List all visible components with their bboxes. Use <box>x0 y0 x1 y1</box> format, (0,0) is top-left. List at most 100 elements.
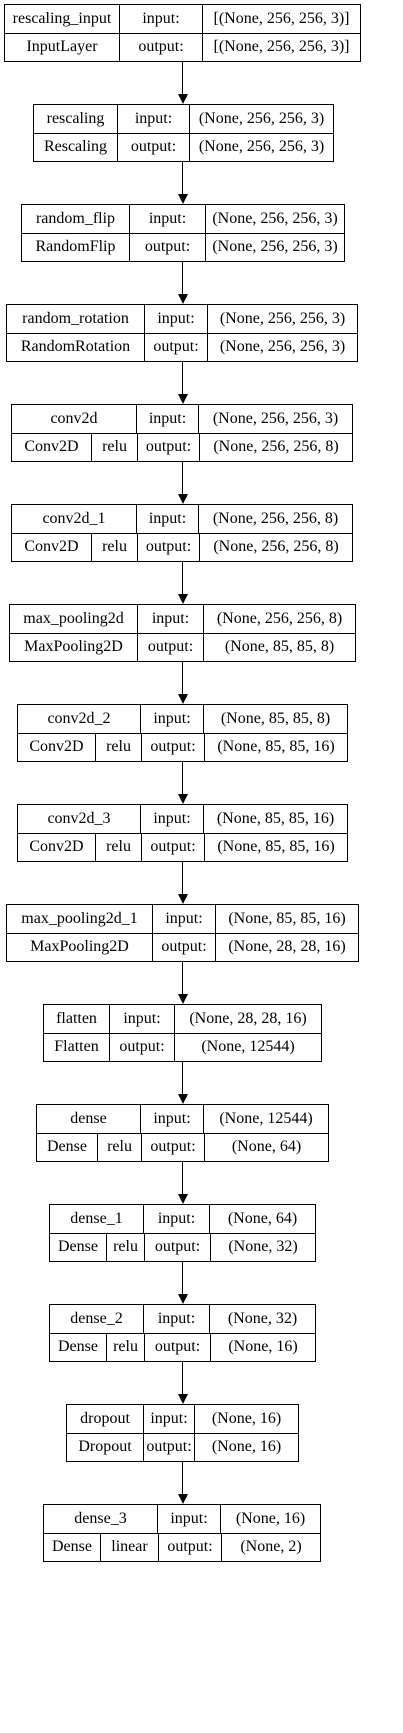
layer-class: Conv2D <box>24 438 79 455</box>
input-shape: (None, 16) <box>194 1405 298 1433</box>
layer-class: MaxPooling2D <box>24 638 123 655</box>
output-shape: (None, 256, 256, 3) <box>205 233 344 261</box>
layer-name: dense_2 <box>70 1310 123 1327</box>
output-label: output: <box>137 533 199 561</box>
layer-class: Dense <box>47 1138 87 1155</box>
layer-name: dense <box>70 1110 107 1127</box>
input-shape: (None, 64) <box>209 1205 315 1233</box>
output-label: output: <box>141 1133 204 1161</box>
layer-name: conv2d <box>50 410 98 427</box>
activation: relu <box>106 1333 144 1361</box>
arrow-head-icon <box>177 94 188 104</box>
input-label: input: <box>129 205 205 233</box>
layer-name: random_flip <box>35 210 116 227</box>
edge-connector <box>182 162 183 194</box>
input-label: input: <box>119 5 202 33</box>
layer-name: conv2d_1 <box>42 510 106 527</box>
input-label: input: <box>136 405 198 433</box>
layer-class: MaxPooling2D <box>30 938 129 955</box>
input-shape: (None, 256, 256, 3) <box>189 105 333 133</box>
edge-connector <box>182 362 183 394</box>
output-label: output: <box>129 233 205 261</box>
input-label: input: <box>140 705 203 733</box>
input-shape: (None, 256, 256, 3) <box>207 305 357 333</box>
input-label: input: <box>143 1305 209 1333</box>
edge-connector <box>182 762 183 794</box>
edge-connector <box>182 562 183 594</box>
input-label: input: <box>152 905 215 933</box>
layer-name: max_pooling2d <box>23 610 124 627</box>
activation: relu <box>97 1133 141 1161</box>
output-shape: (None, 16) <box>194 1433 298 1461</box>
input-shape: (None, 85, 85, 16) <box>215 905 358 933</box>
arrow-head-icon <box>177 1094 188 1104</box>
layer-name: dropout <box>80 1410 130 1427</box>
output-shape: (None, 32) <box>210 1233 315 1261</box>
input-shape: (None, 256, 256, 8) <box>198 505 352 533</box>
edge-connector <box>182 262 183 294</box>
output-label: output: <box>144 1233 210 1261</box>
layer-class: Conv2D <box>29 838 84 855</box>
layer-class: Flatten <box>54 1038 99 1055</box>
input-shape: (None, 256, 256, 8) <box>203 605 355 633</box>
output-shape: (None, 64) <box>204 1133 328 1161</box>
layer-name: dense_1 <box>70 1210 123 1227</box>
layer-name: rescaling_input <box>12 10 112 27</box>
edge-connector <box>182 462 183 494</box>
input-label: input: <box>136 505 198 533</box>
output-shape: (None, 12544) <box>174 1033 321 1061</box>
input-label: input: <box>140 805 203 833</box>
output-label: output: <box>137 633 203 661</box>
input-shape: (None, 85, 85, 16) <box>203 805 347 833</box>
layer-node-random-flip: random_flip input:(None, 256, 256, 3)Rand… <box>21 204 345 262</box>
edge-connector <box>182 862 183 894</box>
layer-top-row: conv2d_1 input:(None, 256, 256, 8) <box>12 505 352 534</box>
output-shape: (None, 85, 85, 16) <box>204 833 347 861</box>
activation: relu <box>91 533 137 561</box>
arrow-head-icon <box>177 294 188 304</box>
output-label: output: <box>141 833 204 861</box>
arrow-head-icon <box>177 394 188 404</box>
layer-class: Dropout <box>78 1438 132 1455</box>
output-label: output: <box>137 433 199 461</box>
arrow-head-icon <box>177 1194 188 1204</box>
activation: relu <box>106 1233 144 1261</box>
layer-class: Rescaling <box>43 138 108 155</box>
activation: relu <box>95 733 141 761</box>
arrow-head-icon <box>177 1494 188 1504</box>
input-shape: (None, 28, 28, 16) <box>174 1005 321 1033</box>
output-shape: (None, 2) <box>221 1533 320 1561</box>
activation: linear <box>100 1533 158 1561</box>
layer-class: Dense <box>52 1538 92 1555</box>
output-label: output: <box>119 33 202 61</box>
output-label: output: <box>152 933 215 961</box>
edge-connector <box>182 1062 183 1094</box>
layer-name: rescaling <box>46 110 105 127</box>
arrow-head-icon <box>177 794 188 804</box>
layer-class: Dense <box>58 1338 98 1355</box>
